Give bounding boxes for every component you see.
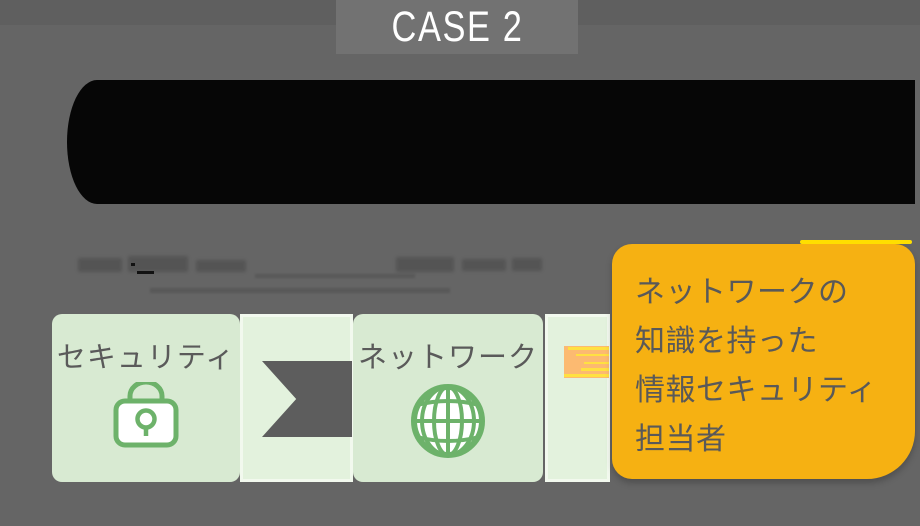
callout-line: 担当者 xyxy=(635,423,727,456)
ghost-text-fragment xyxy=(512,258,542,271)
callout-tail xyxy=(564,346,609,378)
connector-strip-2 xyxy=(545,314,610,482)
ghost-dash xyxy=(137,271,154,274)
tail-stripe xyxy=(564,374,609,377)
ghost-underline xyxy=(255,274,415,278)
callout-bubble: ネットワークの 知識を持った 情報セキュリティ 担当者 xyxy=(612,244,915,479)
callout-line: 知識を持った xyxy=(635,325,818,358)
callout-line: 情報セキュリティ xyxy=(635,374,878,407)
tail-stripe xyxy=(581,368,609,371)
ghost-text-fragment xyxy=(78,258,122,272)
ghost-text-fragment xyxy=(462,259,506,271)
security-panel: セキュリティ xyxy=(52,314,240,482)
ghost-text-fragment xyxy=(396,257,454,272)
lock-icon xyxy=(113,382,179,448)
callout-line: ネットワークの xyxy=(635,276,849,309)
tail-stripe xyxy=(584,362,609,364)
tail-stripe xyxy=(576,354,609,356)
network-panel: ネットワーク xyxy=(353,314,543,482)
ghost-dot xyxy=(131,263,135,266)
network-panel-label: ネットワーク xyxy=(357,342,538,374)
tail-stripe xyxy=(568,347,609,350)
case-title: CASE 2 xyxy=(391,3,523,51)
globe-icon xyxy=(411,384,485,458)
ghost-text-fragment xyxy=(128,256,188,272)
ghost-underline xyxy=(150,288,450,293)
redaction-bar xyxy=(67,80,915,204)
callout-top-glare xyxy=(800,240,912,244)
security-panel-label: セキュリティ xyxy=(56,342,236,374)
ghost-text-fragment xyxy=(196,260,246,272)
case-title-panel: CASE 2 xyxy=(336,0,578,54)
